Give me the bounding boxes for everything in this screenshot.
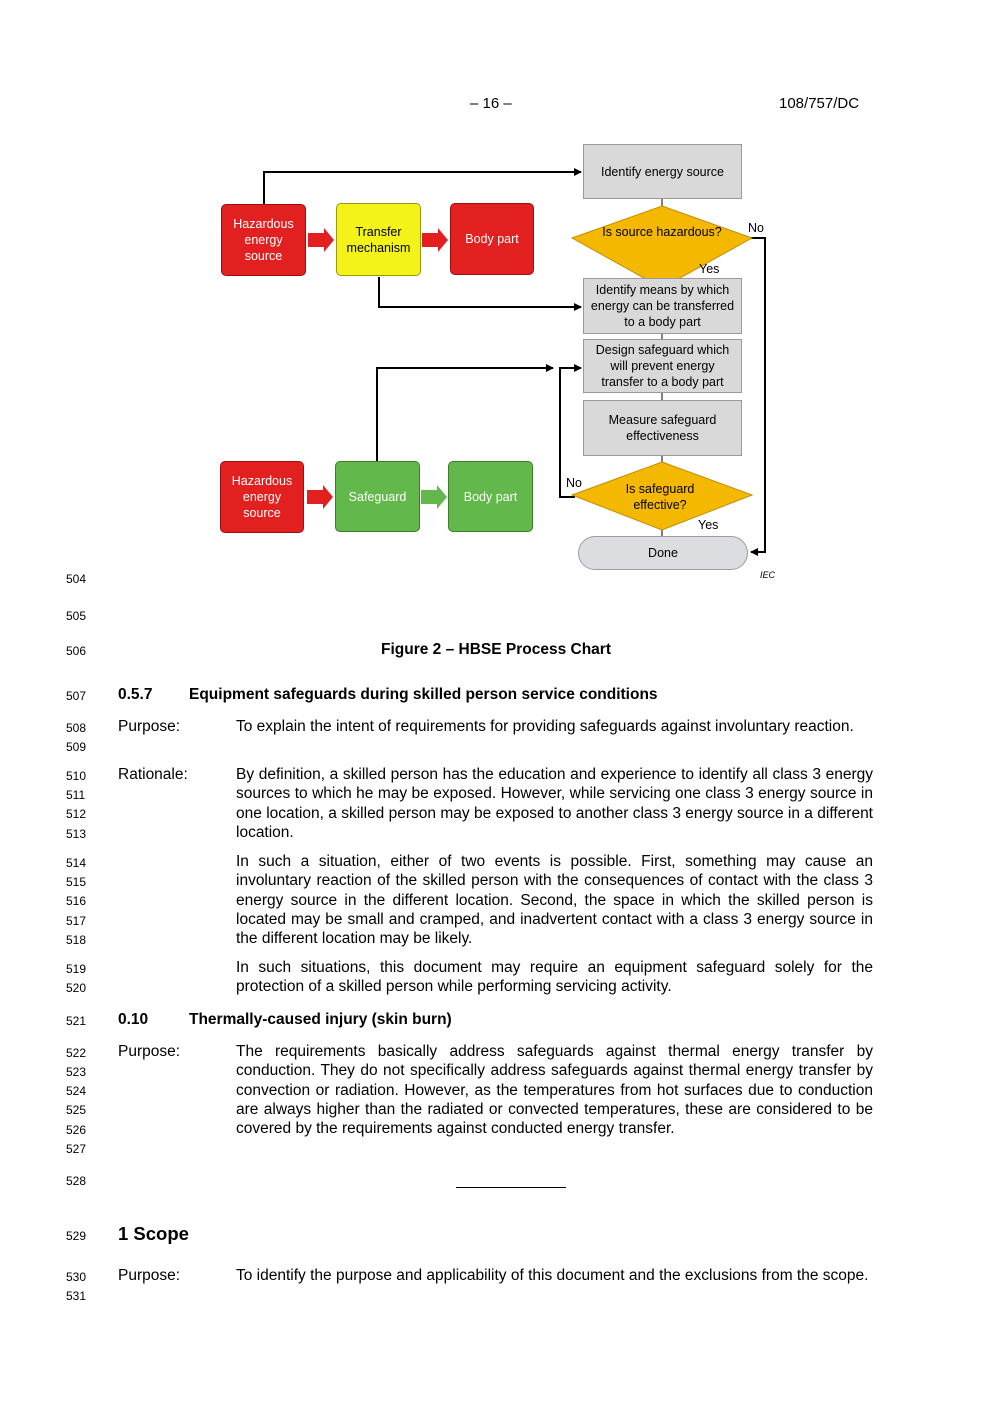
line-number: 522 — [66, 1046, 87, 1060]
line-number: 514 — [66, 856, 87, 870]
label-no-2: No — [566, 476, 582, 490]
section-010-number: 0.10 — [118, 1011, 149, 1028]
connector-no-to-done — [747, 237, 766, 556]
line-number: 515 — [66, 875, 87, 889]
line-number: 531 — [66, 1289, 87, 1303]
identify-energy-source-box: Identify energy source — [583, 144, 742, 199]
purpose-label: Purpose: — [118, 1043, 181, 1060]
top-hazardous-source-box: Hazardous energy source — [221, 204, 306, 276]
line-number: 519 — [66, 962, 87, 976]
connector-no-to-redesign — [559, 364, 582, 498]
measure-effectiveness-box: Measure safeguard effectiveness — [583, 400, 742, 456]
line-number: 509 — [66, 740, 87, 754]
line-number: 525 — [66, 1103, 87, 1117]
iec-watermark: IEC — [760, 570, 776, 580]
line-number: 506 — [66, 644, 87, 658]
connector-source-to-identify — [263, 168, 582, 204]
section-057-purpose-text: To explain the intent of requirements fo… — [236, 718, 854, 735]
hbse-flowchart — [263, 168, 766, 556]
is-effective-text: Is safeguard effective? — [625, 482, 695, 512]
line-number: 517 — [66, 914, 87, 928]
line-number: 505 — [66, 609, 87, 623]
purpose-label: Purpose: — [118, 718, 181, 735]
connector-safeguard-to-design — [376, 364, 554, 461]
line-number: 520 — [66, 981, 87, 995]
line-number: 529 — [66, 1229, 87, 1243]
line-number: 510 — [66, 769, 87, 783]
section-057-number: 0.5.7 — [118, 686, 153, 703]
section-010-title: Thermally-caused injury (skin burn) — [189, 1011, 452, 1028]
document-reference: 108/757/DC — [779, 95, 860, 112]
section-057-rationale-p1: By definition, a skilled person has the … — [236, 766, 873, 841]
arrow-red-2 — [422, 228, 448, 252]
line-number: 513 — [66, 827, 87, 841]
line-number: 526 — [66, 1123, 87, 1137]
label-no-1: No — [748, 221, 764, 235]
line-number: 511 — [66, 788, 86, 802]
line-number: 523 — [66, 1065, 87, 1079]
diamond-is-hazardous — [570, 205, 754, 289]
line-number: 528 — [66, 1174, 87, 1188]
section-1-purpose-text: To identify the purpose and applicabilit… — [236, 1267, 869, 1284]
line-number: 516 — [66, 894, 87, 908]
section-separator — [456, 1187, 566, 1188]
section-010-purpose-text: The requirements basically address safeg… — [236, 1043, 873, 1138]
arrow-red-3 — [307, 485, 333, 509]
line-number: 512 — [66, 807, 87, 821]
section-057-rationale-p2: In such a situation, either of two event… — [236, 853, 873, 948]
arrow-green — [421, 485, 447, 509]
figure-caption: Figure 2 – HBSE Process Chart — [381, 641, 611, 658]
top-body-part-box: Body part — [450, 203, 534, 275]
connector-transfer-to-means — [378, 277, 582, 311]
line-number: 504 — [66, 572, 87, 586]
bottom-safeguard-box: Safeguard — [335, 461, 420, 532]
line-number: 527 — [66, 1142, 87, 1156]
section-057-title: Equipment safeguards during skilled pers… — [189, 686, 658, 703]
identify-means-box: Identify means by which energy can be tr… — [583, 278, 742, 334]
label-yes-1: Yes — [699, 262, 720, 276]
bottom-hazardous-source-box: Hazardous energy source — [220, 461, 304, 533]
line-number: 508 — [66, 721, 87, 735]
label-yes-2: Yes — [698, 518, 719, 532]
section-057-rationale-p3: In such situations, this document may re… — [236, 959, 873, 996]
rationale-label: Rationale: — [118, 766, 188, 783]
done-terminator: Done — [578, 536, 748, 570]
line-number: 521 — [66, 1014, 87, 1028]
bottom-body-part-box: Body part — [448, 461, 533, 532]
line-number: 530 — [66, 1270, 87, 1284]
top-transfer-mechanism-box: Transfer mechanism — [336, 203, 421, 276]
line-number: 518 — [66, 933, 87, 947]
line-number: 507 — [66, 689, 87, 703]
is-hazardous-text: Is source hazardous? — [602, 225, 722, 239]
purpose-label: Purpose: — [118, 1267, 181, 1284]
arrow-red-1 — [308, 228, 334, 252]
design-safeguard-box: Design safeguard which will prevent ener… — [583, 339, 742, 393]
section-1-heading: 1 Scope — [118, 1223, 189, 1244]
diamond-is-effective — [570, 461, 754, 531]
page-number: – 16 – — [470, 95, 512, 112]
line-number: 524 — [66, 1084, 87, 1098]
